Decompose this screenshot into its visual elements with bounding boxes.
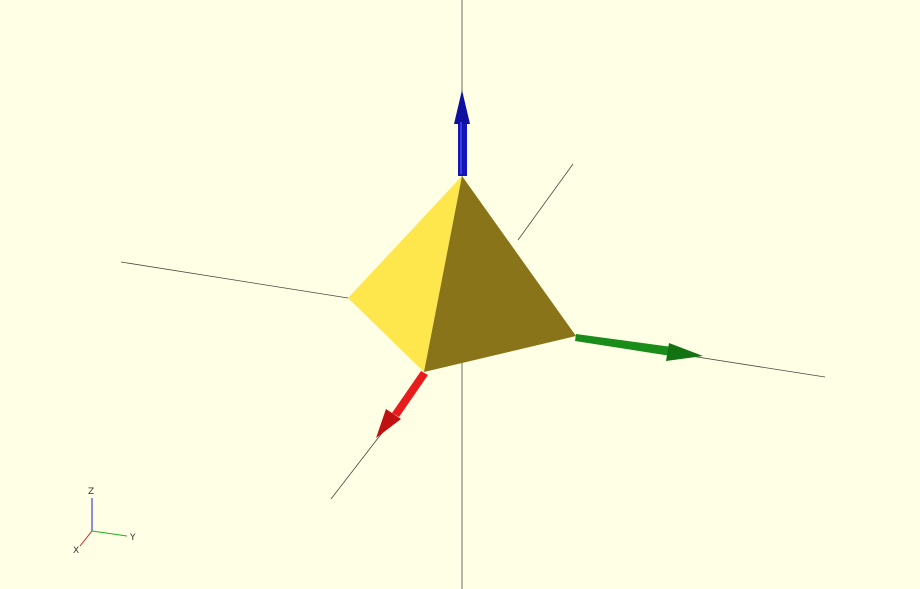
pyramid-face-right[interactable]	[424, 176, 576, 372]
x-arrow-shaft	[392, 371, 428, 417]
x-axis-arrow[interactable]	[376, 371, 428, 438]
gizmo-x-line	[79, 530, 93, 547]
z-arrow-shaft	[458, 120, 467, 176]
z-arrow-head	[454, 90, 470, 124]
gizmo-x-label: X	[73, 546, 79, 556]
axis-line-back	[517, 163, 574, 241]
y-arrow-head	[666, 343, 703, 361]
axis-line-x-negative	[120, 261, 349, 299]
x-arrow-head	[376, 409, 401, 438]
y-arrow-shaft	[575, 334, 672, 356]
z-arrow-highlight	[460, 122, 462, 174]
gizmo-y-line	[91, 530, 128, 537]
z-axis-arrow[interactable]	[454, 90, 470, 176]
gizmo-z-label: Z	[88, 487, 94, 497]
y-axis-arrow[interactable]	[575, 334, 703, 361]
orientation-gizmo: Z Y X	[73, 487, 136, 556]
gizmo-y-label: Y	[129, 533, 136, 543]
pyramid-model[interactable]	[348, 176, 576, 372]
